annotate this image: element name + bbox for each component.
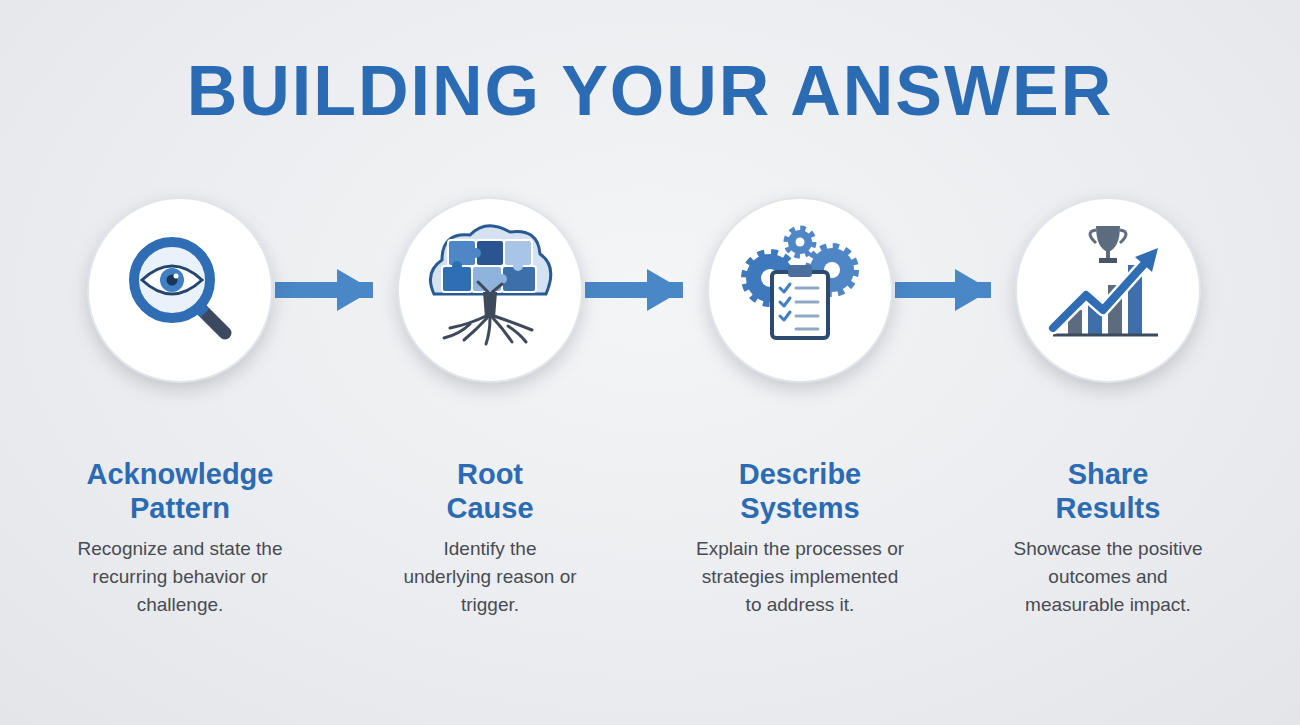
flow-arrow <box>895 282 991 298</box>
step-circle: Acknowledge PatternRecognize and state t… <box>85 195 275 385</box>
circle-outline <box>705 195 895 385</box>
flow-arrow <box>585 282 683 298</box>
circle-fill <box>88 198 272 382</box>
diagram-title: BUILDING YOUR ANSWER <box>0 56 1300 126</box>
circle-fill <box>398 198 582 382</box>
step-heading: Acknowledge Pattern <box>55 457 305 525</box>
step-heading: Share Results <box>1023 457 1193 525</box>
step-description: Recognize and state the recurring behavi… <box>60 535 300 619</box>
step-circle: Root CauseIdentify the underlying reason… <box>395 195 585 385</box>
circle-fill <box>708 198 892 382</box>
step-description: Identify the underlying reason or trigge… <box>400 535 580 619</box>
step-heading: Root Cause <box>415 457 565 525</box>
circle-outline <box>1013 195 1203 385</box>
step-heading: Describe Systems <box>695 457 905 525</box>
circle-outline <box>395 195 585 385</box>
flow-arrow <box>275 282 373 298</box>
circle-outline <box>85 195 275 385</box>
circle-fill <box>1016 198 1200 382</box>
step-description: Showcase the positive outcomes and measu… <box>1001 535 1216 619</box>
step-circle: Describe SystemsExplain the processes or… <box>705 195 895 385</box>
step-description: Explain the processes or strategies impl… <box>693 535 908 619</box>
step-circle: Share ResultsShowcase the positive outco… <box>1013 195 1203 385</box>
